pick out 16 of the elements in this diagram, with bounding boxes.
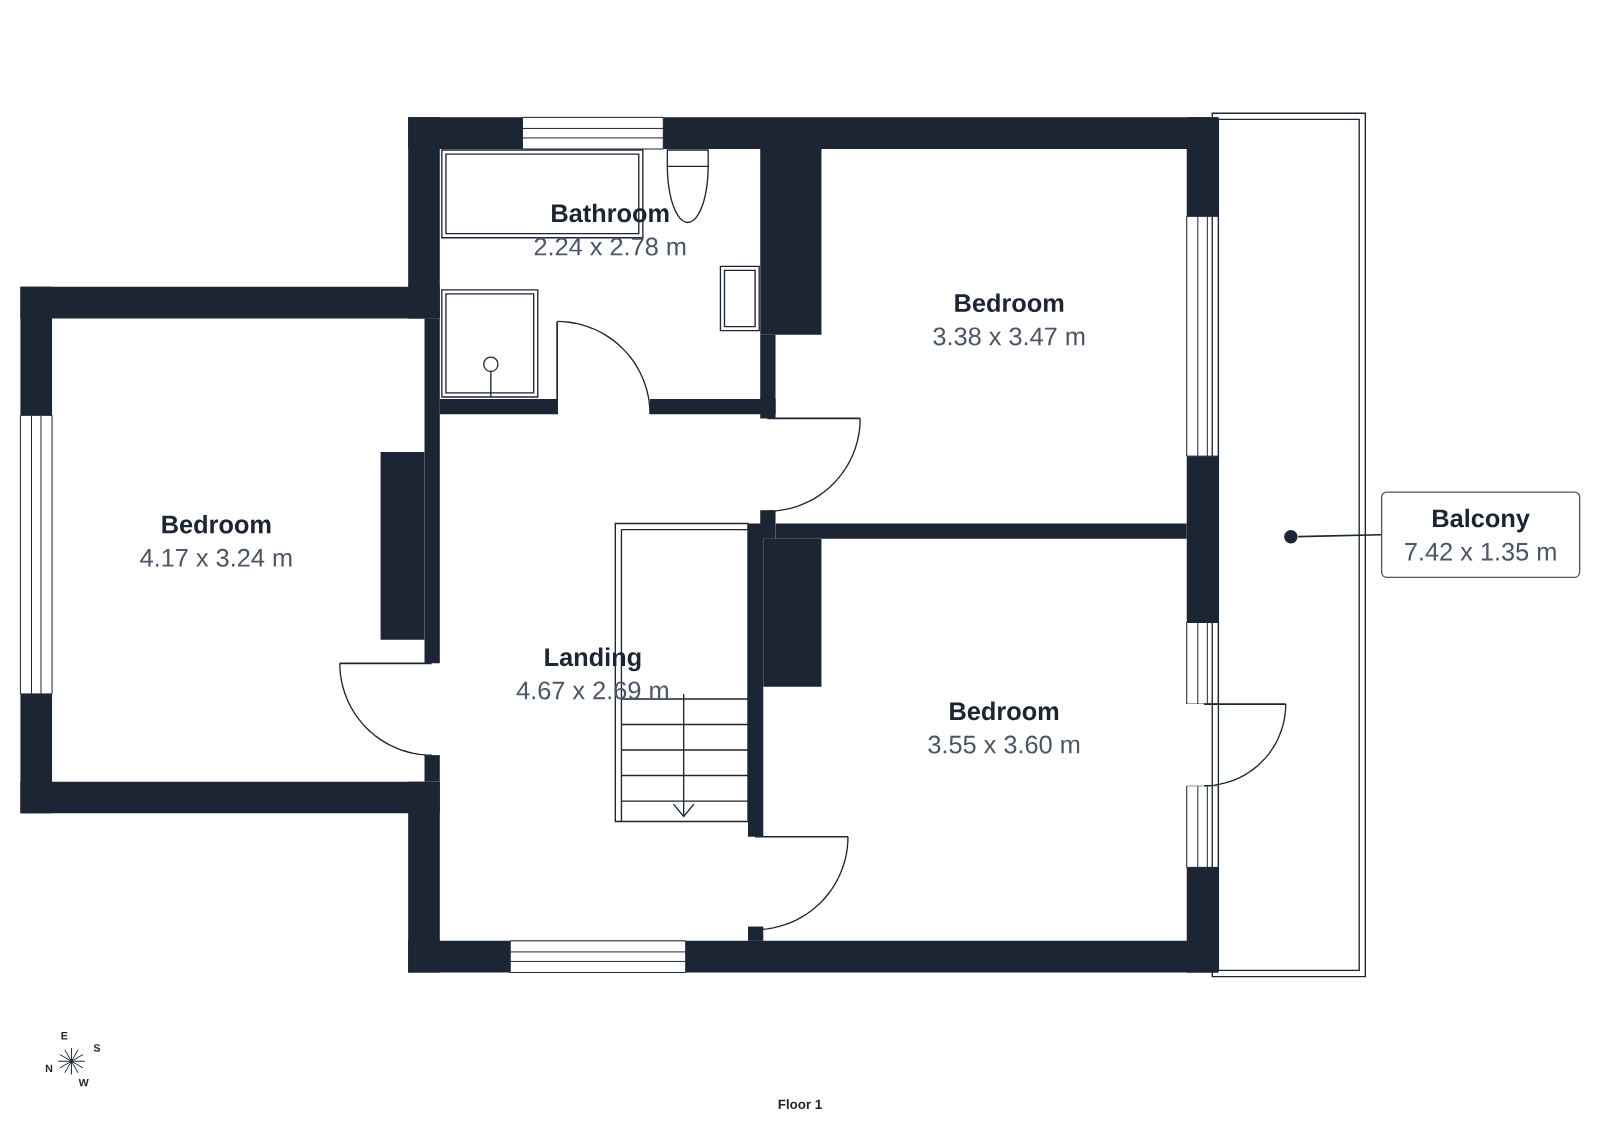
room-dimensions: 4.17 x 3.24 m	[140, 548, 292, 567]
compass-letter: S	[93, 1044, 101, 1052]
room-dimensions: 3.38 x 3.47 m	[933, 327, 1085, 346]
leader-line	[1297, 533, 1382, 538]
compass-letter: N	[45, 1064, 53, 1073]
compass-letter: W	[78, 1079, 89, 1087]
label-box	[1380, 491, 1581, 578]
room-name: Balcony	[1433, 508, 1530, 533]
room-name: Bedroom	[162, 514, 271, 534]
floor-caption: Floor 1	[778, 1099, 822, 1109]
compass-letter: E	[61, 1032, 68, 1040]
room-dimensions: 2.24 x 2.78 m	[534, 237, 686, 256]
room-name: Bedroom	[950, 701, 1059, 721]
room-name: Bedroom	[955, 293, 1064, 313]
room-dimensions: 7.42 x 1.35 m	[1405, 542, 1556, 561]
room-dimensions: 3.55 x 3.60 m	[928, 735, 1080, 754]
